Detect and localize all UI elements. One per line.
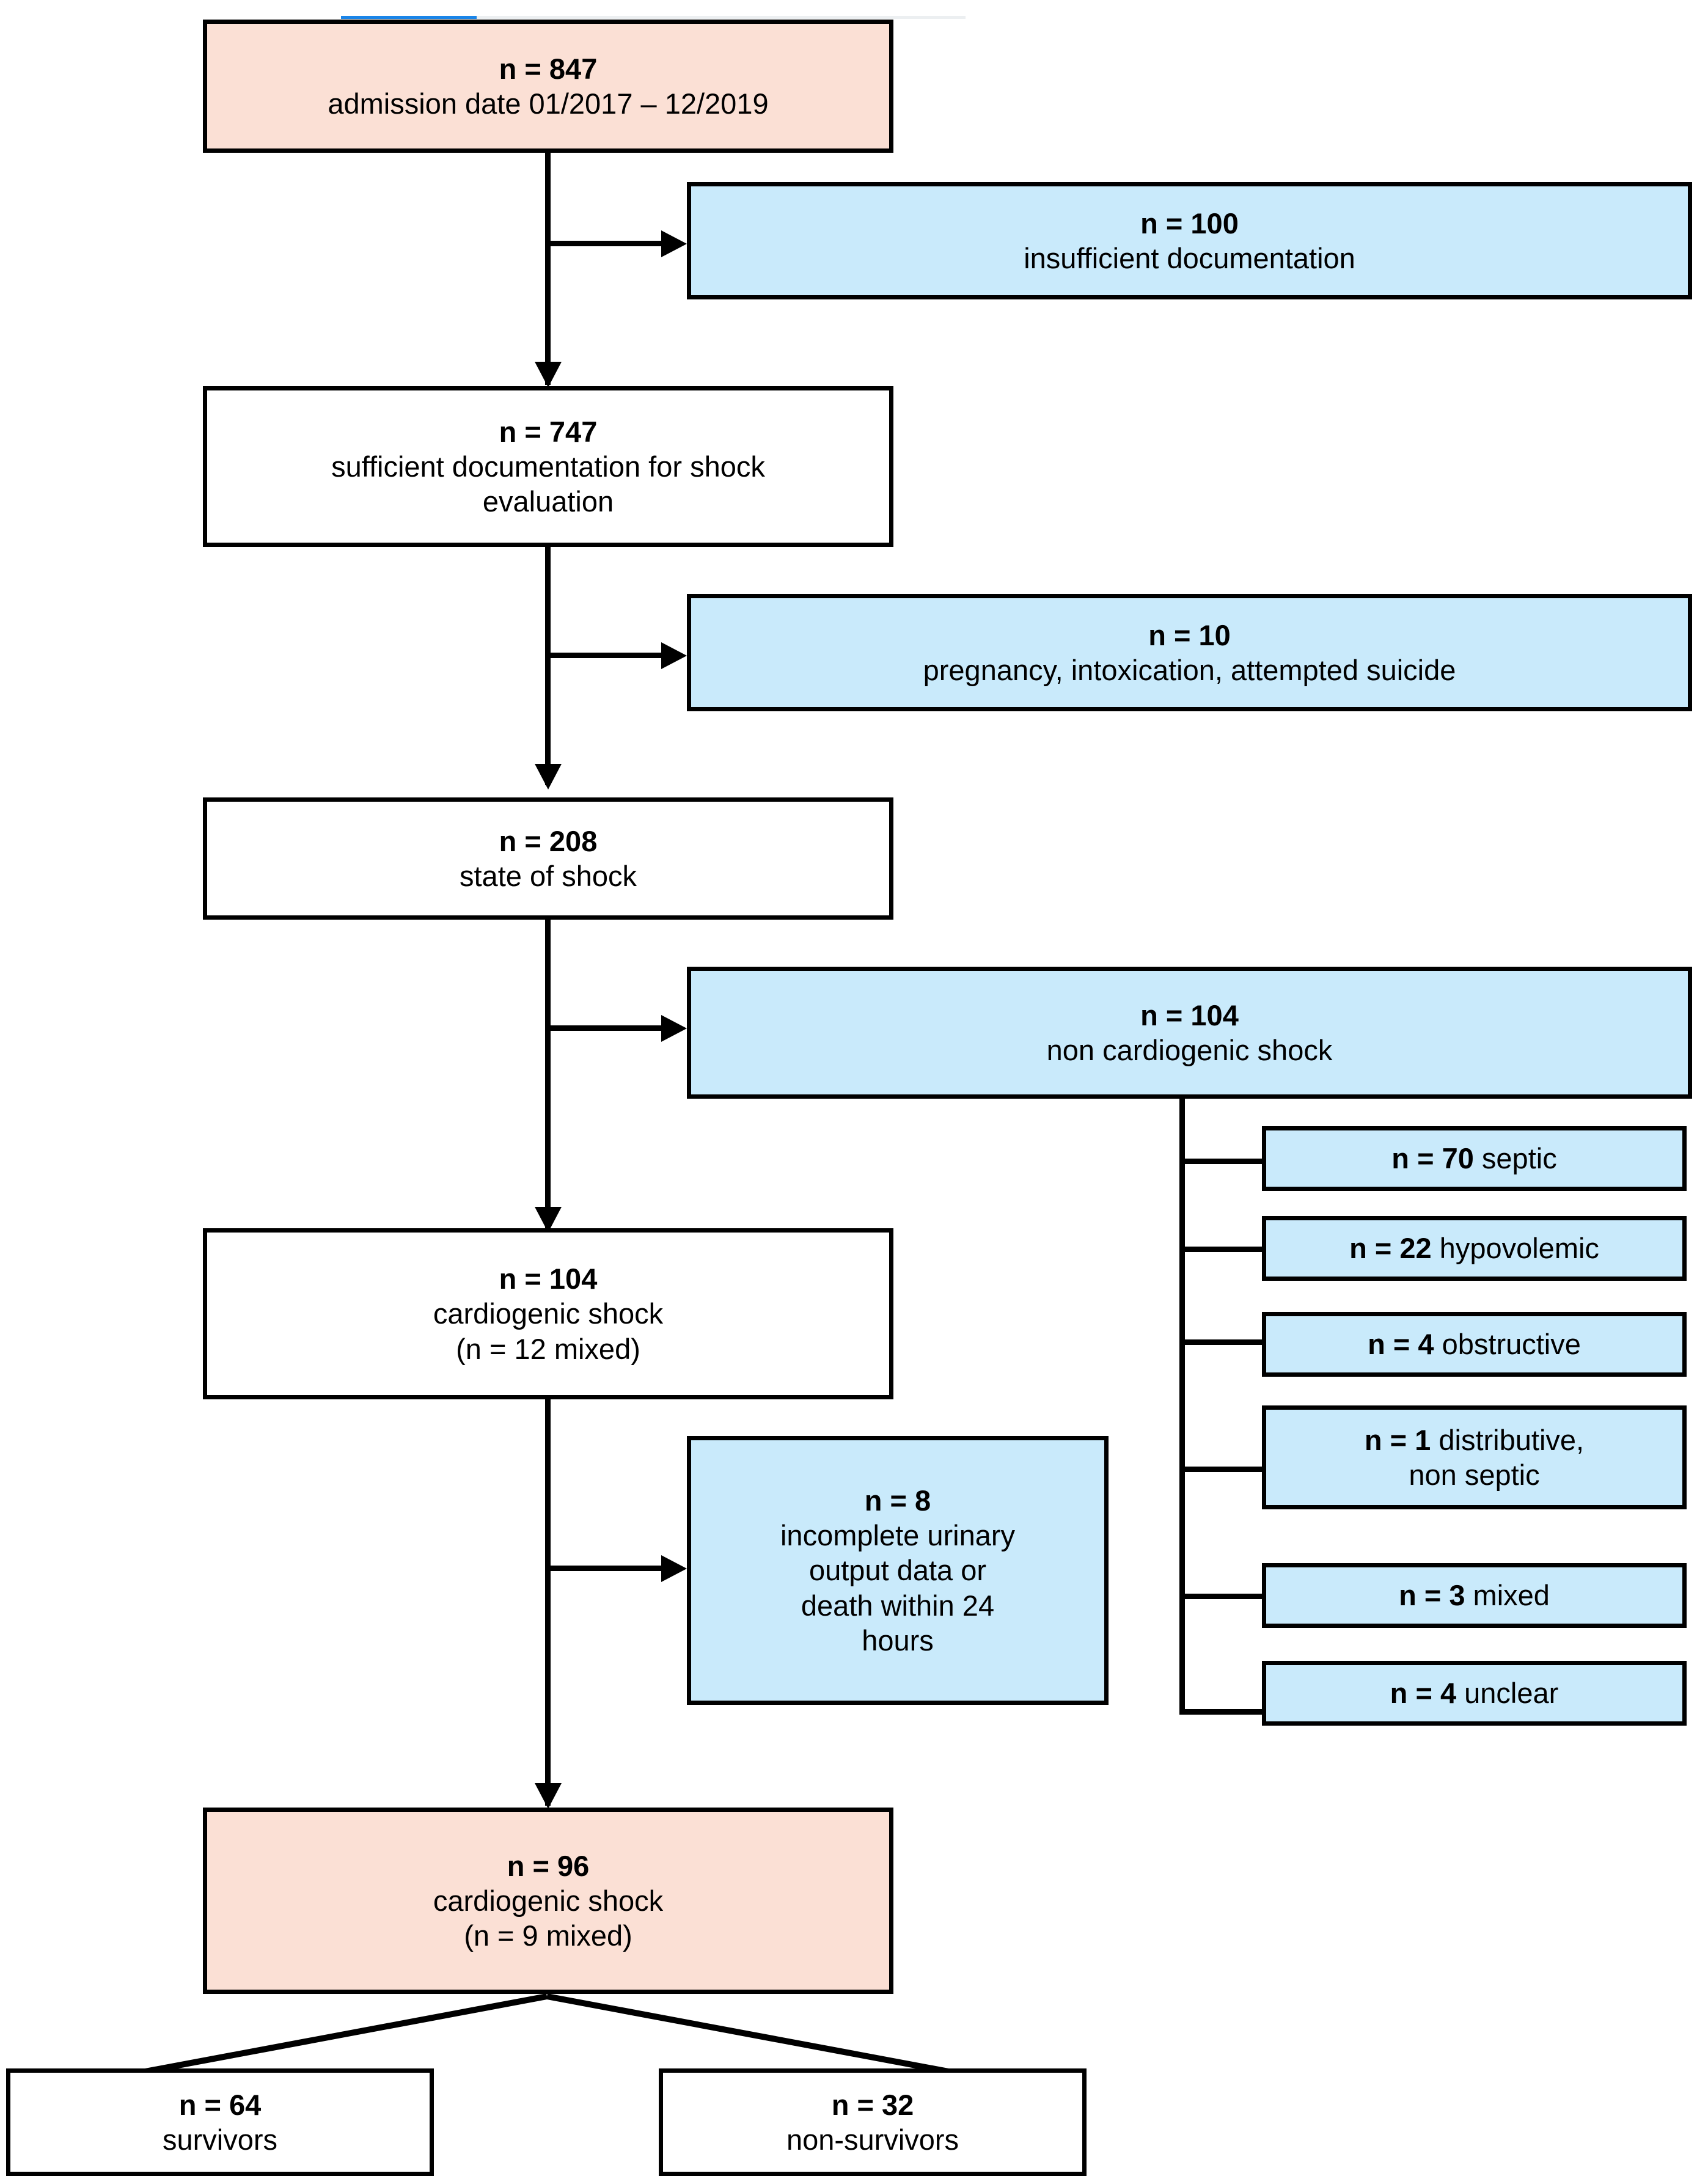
- node-non-cardiogenic-shock[interactable]: n = 104 non cardiogenic shock: [687, 967, 1692, 1099]
- node-label: admission date 01/2017 – 12/2019: [328, 87, 769, 120]
- node-excluded-incomplete-urinary-output[interactable]: n = 8 incomplete urinary output data or …: [687, 1436, 1109, 1705]
- connector-104-to-96: [545, 1399, 551, 1806]
- subtype-branch-hypovolemic: [1179, 1247, 1265, 1252]
- subtype-branch-mixed: [1179, 1594, 1265, 1599]
- node-non-survivors[interactable]: n = 32 non-survivors: [659, 2068, 1087, 2176]
- node-label-line3: death within 24: [801, 1589, 995, 1622]
- node-label-line1: cardiogenic shock: [433, 1297, 664, 1330]
- subtype-text: n = 22 hypovolemic: [1349, 1231, 1599, 1266]
- subtype-text: n = 4 unclear: [1390, 1676, 1559, 1710]
- node-label-line1: cardiogenic shock: [433, 1884, 664, 1917]
- subtype-branch-septic: [1179, 1159, 1265, 1164]
- subtype-text: n = 3 mixed: [1399, 1578, 1550, 1613]
- node-count: n = 100: [1140, 207, 1239, 240]
- arrowhead-100: [661, 230, 687, 257]
- subtype-branch-distributive: [1179, 1467, 1265, 1472]
- node-survivors[interactable]: n = 64 survivors: [6, 2068, 434, 2176]
- subtype-count: n = 1: [1364, 1423, 1431, 1456]
- connector-747-to-208: [545, 547, 551, 785]
- node-label: state of shock: [460, 860, 637, 892]
- progress-bar-track: [341, 16, 966, 19]
- node-label: non-survivors: [786, 2123, 959, 2156]
- subtype-branch-unclear: [1179, 1709, 1265, 1715]
- node-sufficient-documentation[interactable]: n = 747 sufficient documentation for sho…: [203, 386, 893, 547]
- arrowhead-noncardiogenic: [661, 1015, 687, 1042]
- subtype-label-line2: non septic: [1409, 1459, 1540, 1491]
- node-count: n = 8: [864, 1484, 931, 1517]
- node-count: n = 32: [831, 2088, 914, 2121]
- subtype-count: n = 4: [1368, 1328, 1434, 1361]
- node-count: n = 208: [499, 824, 598, 857]
- connector-96-to-survivors: [126, 1993, 548, 2078]
- node-count: n = 64: [178, 2088, 262, 2121]
- node-subtype-septic[interactable]: n = 70 septic: [1262, 1126, 1687, 1191]
- node-label-line2: (n = 9 mixed): [464, 1919, 632, 1952]
- subtype-count: n = 4: [1390, 1677, 1457, 1710]
- subtype-label: distributive,: [1431, 1423, 1585, 1456]
- node-label-line2: evaluation: [482, 485, 614, 518]
- connector-208-to-noncardiogenic: [545, 1025, 667, 1031]
- connector-104-to-8: [545, 1566, 667, 1571]
- node-subtype-mixed[interactable]: n = 3 mixed: [1262, 1563, 1687, 1628]
- node-count: n = 104: [1140, 998, 1239, 1031]
- node-label: insufficient documentation: [1024, 242, 1355, 274]
- arrowhead-747: [535, 362, 562, 387]
- subtype-label: hypovolemic: [1431, 1232, 1599, 1265]
- arrowhead-208: [535, 764, 562, 789]
- arrowhead-8: [661, 1555, 687, 1582]
- node-count: n = 104: [499, 1262, 598, 1295]
- node-count: n = 847: [499, 52, 598, 85]
- node-label: pregnancy, intoxication, attempted suici…: [923, 654, 1456, 686]
- subtype-text: n = 1 distributive,: [1365, 1423, 1584, 1457]
- subtype-label: unclear: [1456, 1677, 1559, 1710]
- node-label: non cardiogenic shock: [1046, 1034, 1333, 1066]
- node-label-line4: hours: [862, 1624, 934, 1657]
- connector-208-to-104: [545, 920, 551, 1228]
- node-label-line2: (n = 12 mixed): [456, 1332, 640, 1365]
- node-label: survivors: [162, 2123, 278, 2156]
- arrowhead-10: [661, 642, 687, 669]
- node-label-line1: sufficient documentation for shock: [331, 450, 765, 483]
- node-subtype-hypovolemic[interactable]: n = 22 hypovolemic: [1262, 1216, 1687, 1281]
- subtype-count: n = 22: [1349, 1232, 1432, 1265]
- connector-847-to-747: [545, 153, 551, 385]
- node-subtype-obstructive[interactable]: n = 4 obstructive: [1262, 1312, 1687, 1377]
- arrowhead-96: [535, 1783, 562, 1809]
- subtype-trunk: [1179, 1099, 1185, 1715]
- connector-747-to-10: [545, 653, 667, 658]
- subtype-count: n = 70: [1391, 1142, 1474, 1175]
- node-final-cardiogenic-shock[interactable]: n = 96 cardiogenic shock (n = 9 mixed): [203, 1808, 893, 1994]
- node-count: n = 747: [499, 415, 598, 448]
- node-subtype-unclear[interactable]: n = 4 unclear: [1262, 1661, 1687, 1726]
- subtype-label: obstructive: [1434, 1328, 1581, 1361]
- node-excluded-insufficient-documentation[interactable]: n = 100 insufficient documentation: [687, 182, 1692, 299]
- subtype-text: n = 4 obstructive: [1368, 1327, 1581, 1361]
- node-count: n = 10: [1148, 618, 1231, 651]
- node-label-line2: output data or: [808, 1554, 987, 1587]
- node-state-of-shock[interactable]: n = 208 state of shock: [203, 797, 893, 920]
- subtype-label: mixed: [1465, 1579, 1550, 1612]
- subtype-label: septic: [1473, 1142, 1557, 1175]
- subtype-branch-obstructive: [1179, 1339, 1265, 1345]
- node-count: n = 96: [507, 1849, 590, 1882]
- subtype-count: n = 3: [1399, 1579, 1465, 1612]
- node-cardiogenic-shock[interactable]: n = 104 cardiogenic shock (n = 12 mixed): [203, 1228, 893, 1399]
- connector-847-to-100: [545, 241, 667, 246]
- subtype-text: n = 70 septic: [1391, 1141, 1556, 1176]
- connector-96-to-nonsurvivors: [546, 1993, 968, 2078]
- node-excluded-pregnancy-intoxication-suicide[interactable]: n = 10 pregnancy, intoxication, attempte…: [687, 594, 1692, 711]
- node-label-line1: incomplete urinary: [780, 1519, 1015, 1551]
- node-subtype-distributive-non-septic[interactable]: n = 1 distributive, non septic: [1262, 1405, 1687, 1509]
- node-total-admissions[interactable]: n = 847 admission date 01/2017 – 12/2019: [203, 20, 893, 153]
- progress-bar-fill: [341, 16, 477, 19]
